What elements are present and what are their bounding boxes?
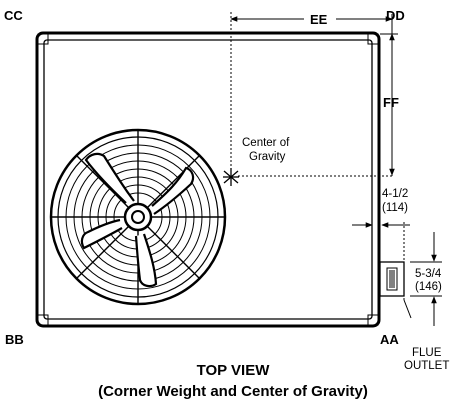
outlet-offset-label: 5-3/4 [415,268,442,280]
outlet-offset-dimension [403,232,442,326]
corner-label-aa: AA [380,332,399,347]
cog-label-line2: Gravity [249,151,286,163]
flue-outlet-box [379,261,405,297]
corner-label-dd: DD [386,8,405,23]
unit-outline [35,31,381,328]
side-offset-dimension [352,222,410,300]
fan-guard [49,128,227,306]
ff-dimension [380,14,398,176]
ee-label: EE [310,12,328,27]
outlet-offset-metric-label: (146) [415,281,442,293]
ff-label: FF [383,95,399,110]
caption-title: TOP VIEW [197,362,271,379]
caption-subtitle: (Corner Weight and Center of Gravity) [98,383,368,400]
corner-label-cc: CC [4,8,23,23]
side-offset-metric-label: (114) [382,202,408,214]
cog-label-line1: Center of [242,137,290,149]
center-of-gravity-marker [223,12,392,186]
flue-label-line2: OUTLET [404,360,449,372]
corner-label-bb: BB [5,332,24,347]
flue-label-line1: FLUE [412,347,442,359]
side-offset-label: 4-1/2 [382,188,408,200]
